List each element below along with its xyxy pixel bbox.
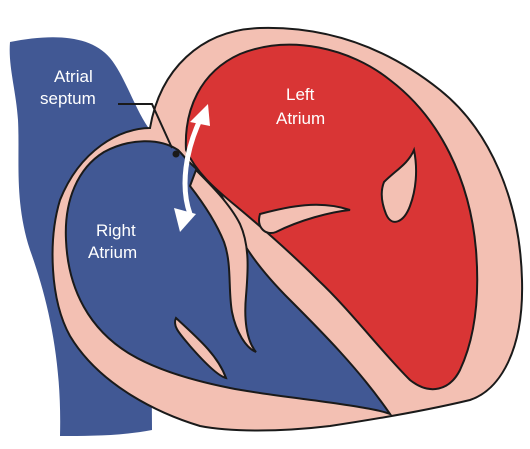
- left-atrium-label-line1: Left: [286, 85, 315, 104]
- left-atrium-label-line2: Atrium: [276, 109, 325, 128]
- septum-label-line1: Atrial: [54, 67, 93, 86]
- right-atrium-label-line1: Right: [96, 221, 136, 240]
- septum-label-line2: septum: [40, 89, 96, 108]
- right-atrium-label-line2: Atrium: [88, 243, 137, 262]
- septum-leader-dot: [173, 151, 180, 158]
